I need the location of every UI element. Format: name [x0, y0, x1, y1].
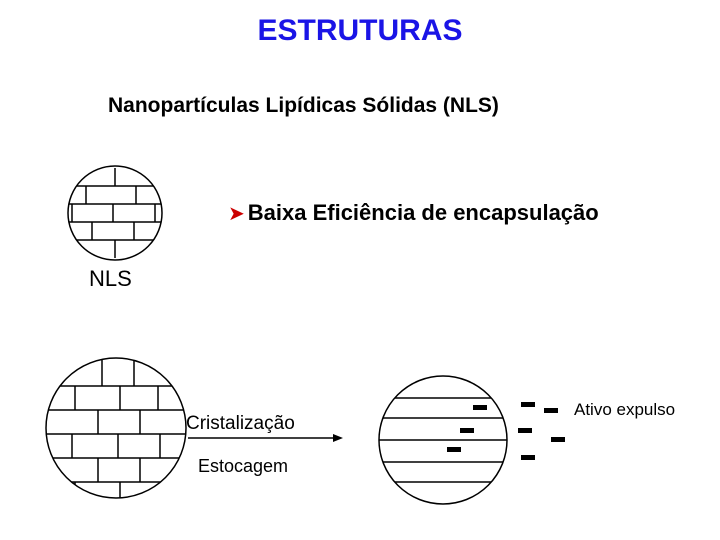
- slide-subtitle: Nanopartículas Lipídicas Sólidas (NLS): [108, 94, 499, 117]
- nls-particle-large: [45, 357, 187, 499]
- molecule-dash: [447, 447, 461, 452]
- storage-label: Estocagem: [198, 456, 289, 476]
- molecule-dash: [518, 428, 532, 433]
- molecule-dash: [551, 437, 565, 442]
- molecule-dash: [521, 455, 535, 460]
- expelled-molecules: [447, 402, 565, 460]
- molecule-dash: [473, 405, 487, 410]
- crystallization-label: Cristalização: [186, 413, 295, 434]
- process-arrow: [188, 434, 343, 442]
- red-arrow-icon: ➤: [228, 203, 245, 225]
- crystallized-particle: [378, 375, 508, 505]
- expelled-active-label: Ativo expulso: [574, 400, 676, 419]
- nls-particle-small: [67, 165, 163, 261]
- bullet-point: ➤Baixa Eficiência de encapsulação: [228, 200, 599, 226]
- nls-label: NLS: [89, 266, 132, 291]
- bullet-text: Baixa Eficiência de encapsulação: [247, 200, 599, 225]
- molecule-dash: [460, 428, 474, 433]
- slide-title: ESTRUTURAS: [257, 14, 463, 47]
- molecule-dash: [521, 402, 535, 407]
- molecule-dash: [544, 408, 558, 413]
